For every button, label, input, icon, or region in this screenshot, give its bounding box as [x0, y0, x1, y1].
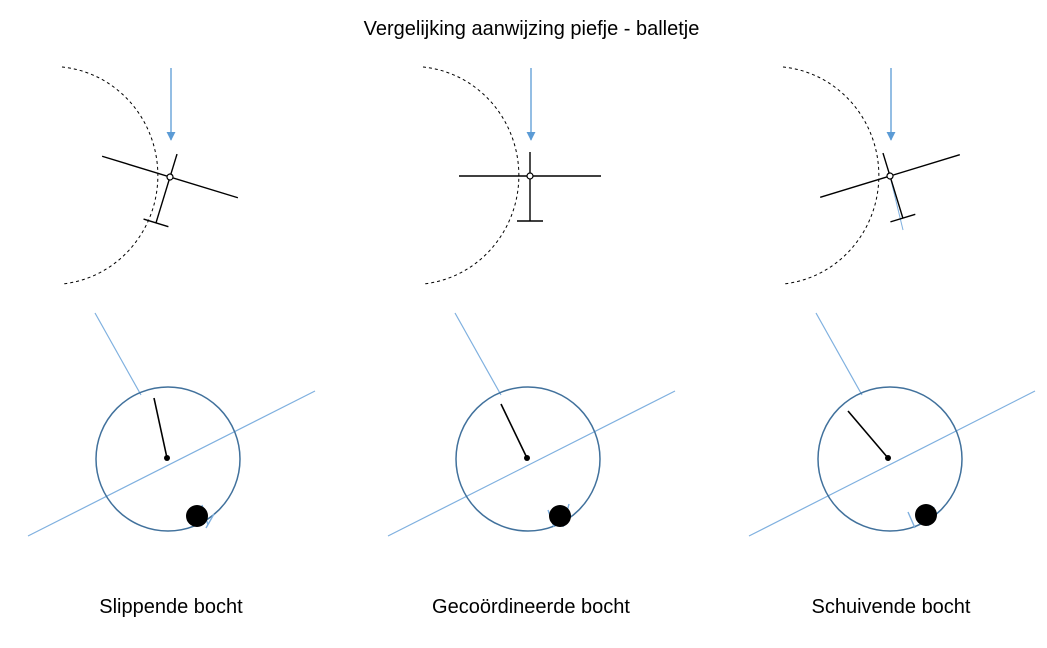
panel-coordinated [387, 66, 676, 537]
pendulum-pivot [164, 455, 170, 461]
aircraft-fuselage [882, 152, 904, 219]
pointer-reference-line [94, 312, 142, 396]
diagram-title: Vergelijking aanwijzing piefje - balletj… [363, 18, 700, 40]
aircraft-symbol [459, 152, 601, 222]
horizon-reference-line [748, 390, 1036, 537]
panel-skid [748, 66, 1036, 537]
aircraft-fuselage [155, 153, 178, 224]
horizon-reference-line [27, 390, 316, 537]
pendulum-pointer [153, 397, 168, 459]
caption-coordinated-turn: Gecoördineerde bocht [432, 596, 630, 618]
caption-slipping-turn: Slippende bocht [99, 596, 243, 618]
ball-guide-2 [205, 513, 215, 529]
slip-ball [186, 505, 208, 527]
aircraft-center [166, 173, 174, 181]
pendulum-pointer [500, 403, 528, 459]
pointer-reference-line [815, 312, 863, 396]
ball-guide-1 [907, 511, 916, 529]
instrument-ring [455, 386, 601, 532]
slip-ball [915, 504, 937, 526]
aircraft-tail [890, 213, 916, 223]
pendulum-pivot [885, 455, 891, 461]
pendulum-pointer [847, 410, 889, 459]
horizon-reference-line [387, 390, 676, 537]
slip-ball [549, 505, 571, 527]
caption-skidding-turn: Schuivende bocht [811, 596, 971, 618]
aircraft-symbol [101, 153, 239, 228]
aircraft-center [526, 172, 534, 180]
panel-slip [27, 66, 316, 537]
aircraft-center [886, 172, 894, 180]
turn-path-arc [782, 66, 880, 285]
instrument-ring [817, 386, 963, 532]
aircraft-symbol [819, 152, 961, 223]
turn-path-arc [61, 66, 159, 285]
pendulum-pivot [524, 455, 530, 461]
aircraft-tail [143, 218, 169, 228]
pointer-reference-line [454, 312, 502, 396]
diagram-canvas [27, 66, 1036, 537]
instrument-ring [95, 386, 241, 532]
